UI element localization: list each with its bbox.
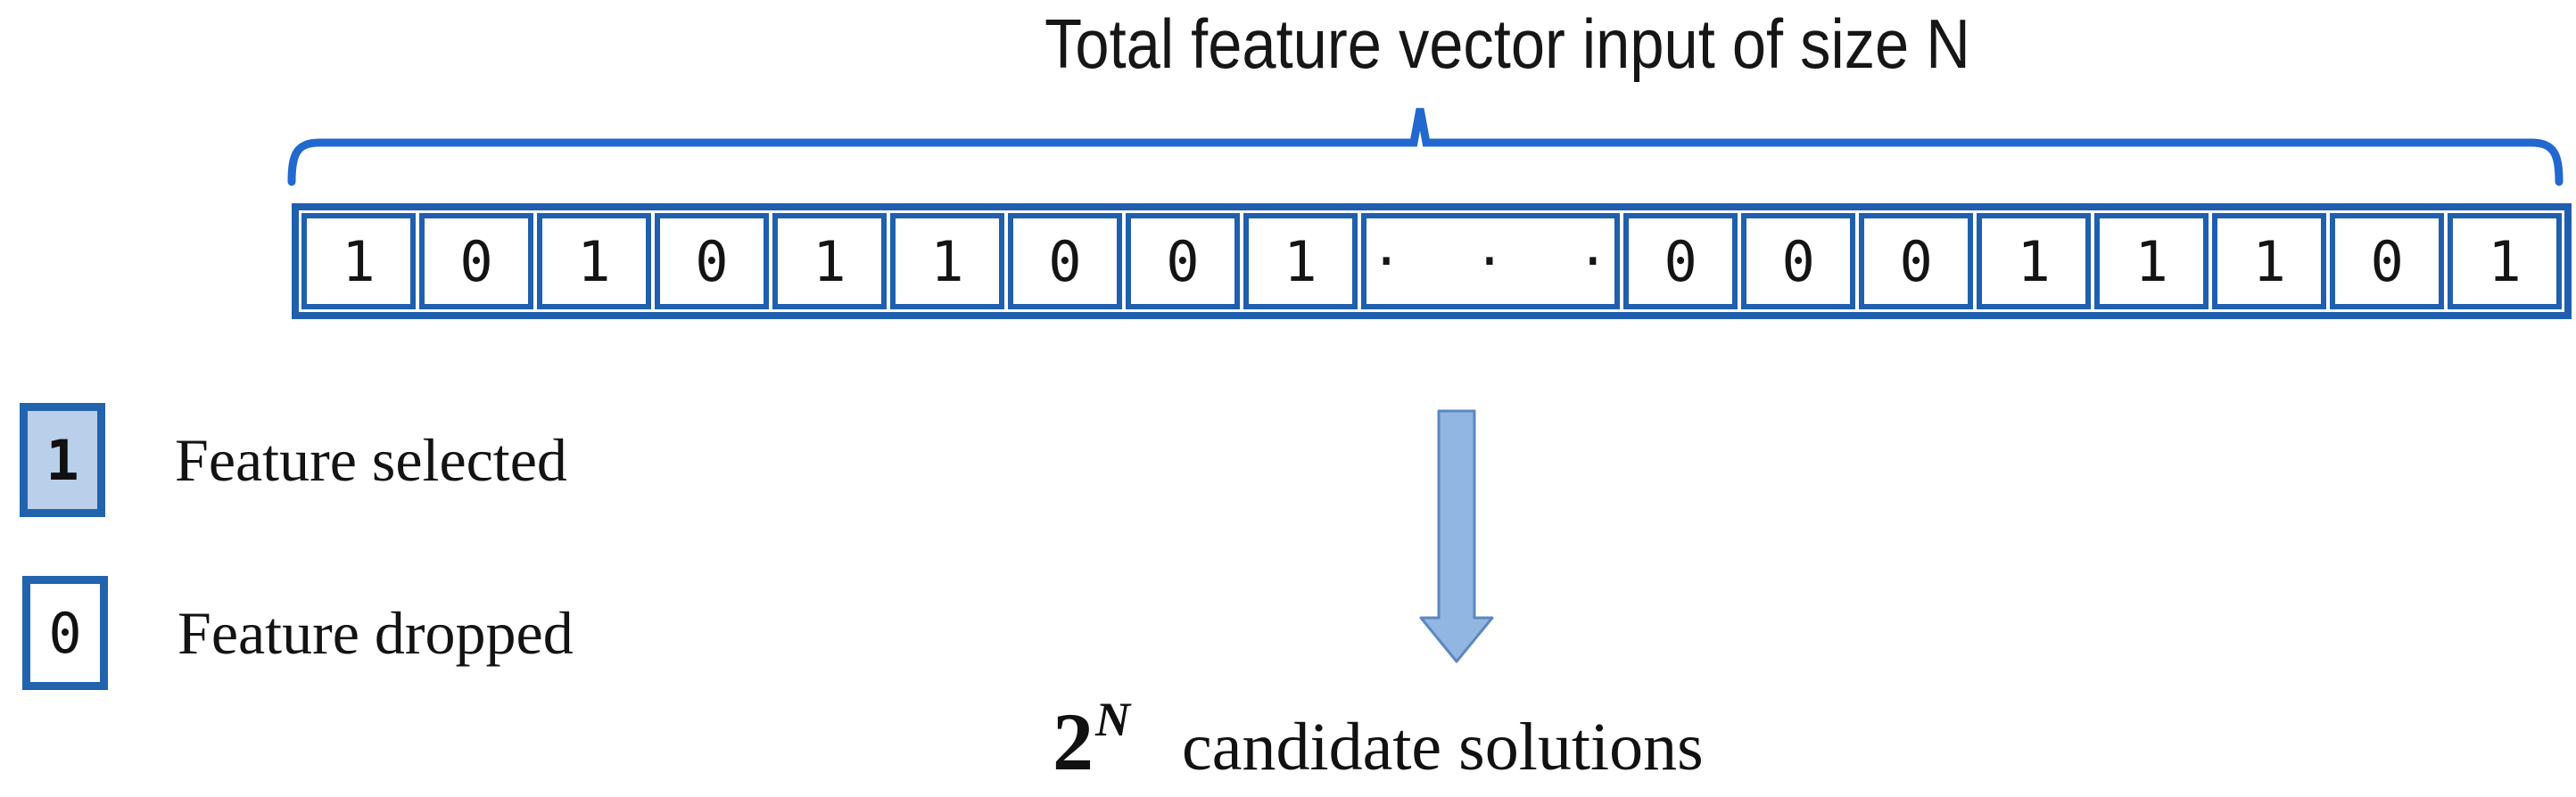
brace	[287, 108, 2564, 186]
brace-path	[287, 108, 2564, 186]
down-arrow-icon	[1419, 409, 1494, 663]
vector-cell: 1	[772, 213, 887, 309]
legend-item-selected: 1 Feature selected	[20, 403, 567, 517]
vector-cell: 0	[1125, 213, 1240, 309]
result-label: candidate solutions	[1182, 710, 1704, 785]
vector-cell: 1	[536, 213, 651, 309]
candidate-solutions-text: 2 N candidate solutions	[1053, 693, 1704, 787]
vector-cell: 1	[1977, 213, 2092, 309]
result-exponent: N	[1095, 693, 1130, 746]
result-base: 2	[1053, 696, 1094, 787]
vector-cell: 0	[1007, 213, 1122, 309]
vector-cell: 1	[1243, 213, 1358, 309]
vector-ellipsis-cell: · · ·	[1360, 213, 1621, 309]
vector-cell: 0	[418, 213, 533, 309]
vector-cell: 1	[889, 213, 1004, 309]
vector-cell: 1	[301, 213, 416, 309]
vector-cell: 0	[1741, 213, 1856, 309]
legend-selected-box: 1	[20, 403, 105, 517]
legend-selected-symbol: 1	[45, 427, 79, 493]
down-arrow-shape	[1419, 409, 1494, 663]
vector-cell: 1	[2212, 213, 2327, 309]
legend-dropped-symbol: 0	[48, 600, 82, 666]
vector-cell: 0	[2330, 213, 2445, 309]
vector-cell: 0	[1859, 213, 1974, 309]
vector-cell: 0	[1623, 213, 1738, 309]
legend-dropped-label: Feature dropped	[178, 598, 574, 667]
vector-cell: 0	[654, 213, 769, 309]
legend-item-dropped: 0 Feature dropped	[22, 576, 574, 690]
vector-cell: 1	[2094, 213, 2209, 309]
legend-dropped-box: 0	[22, 576, 108, 690]
legend-selected-label: Feature selected	[175, 425, 567, 494]
vector-cell: 1	[2448, 213, 2563, 309]
diagram-title: Total feature vector input of size N	[1044, 4, 1970, 83]
